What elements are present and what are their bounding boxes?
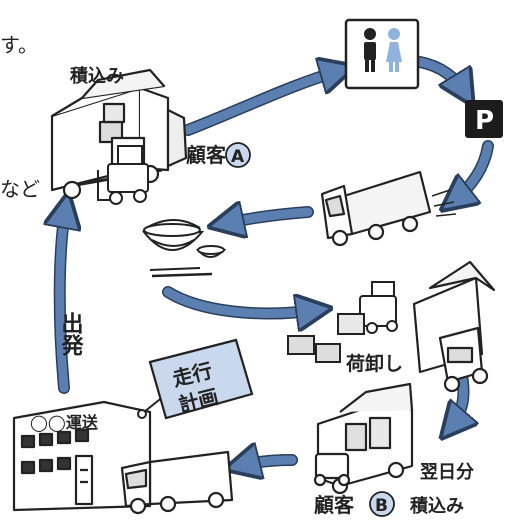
parking-icon: P <box>465 100 503 138</box>
travel-plan-box: 走行 計画 <box>137 338 254 420</box>
customer-b-label: 顧客 B <box>314 491 395 517</box>
unloading-label: 荷卸し <box>346 352 403 375</box>
customer-b-truck-icon <box>313 382 414 495</box>
cut-text-mid: など <box>0 177 40 201</box>
next-day-label: 翌日分 <box>420 462 474 483</box>
driving-truck-icon <box>320 170 457 247</box>
departure-text: 出発 <box>58 312 85 357</box>
forklift-icon <box>97 145 149 205</box>
customer-a-prefix: 顧客 <box>186 143 227 167</box>
meal-icon <box>141 219 227 278</box>
company-name: ◯◯運送 <box>30 413 99 432</box>
office-truck-icon <box>120 450 234 515</box>
customer-a-letter: A <box>231 147 245 167</box>
customer-b-letter: B <box>375 496 388 516</box>
departure-label: 出発 <box>58 312 85 357</box>
customer-a-label: 顧客 A <box>186 142 251 168</box>
loading-b-label: 積込み <box>409 495 464 517</box>
office-building-icon <box>12 400 152 512</box>
customer-b-prefix: 顧客 <box>314 493 355 517</box>
loading-label: 積込み <box>69 65 124 87</box>
flow-arrows <box>60 62 494 466</box>
cut-text-top: す。 <box>0 33 38 57</box>
parking-sign-letter: P <box>475 106 494 136</box>
unloading-truck-icon <box>412 260 496 393</box>
unloading-forklift-icon <box>287 281 398 363</box>
restroom-icon <box>344 18 420 90</box>
